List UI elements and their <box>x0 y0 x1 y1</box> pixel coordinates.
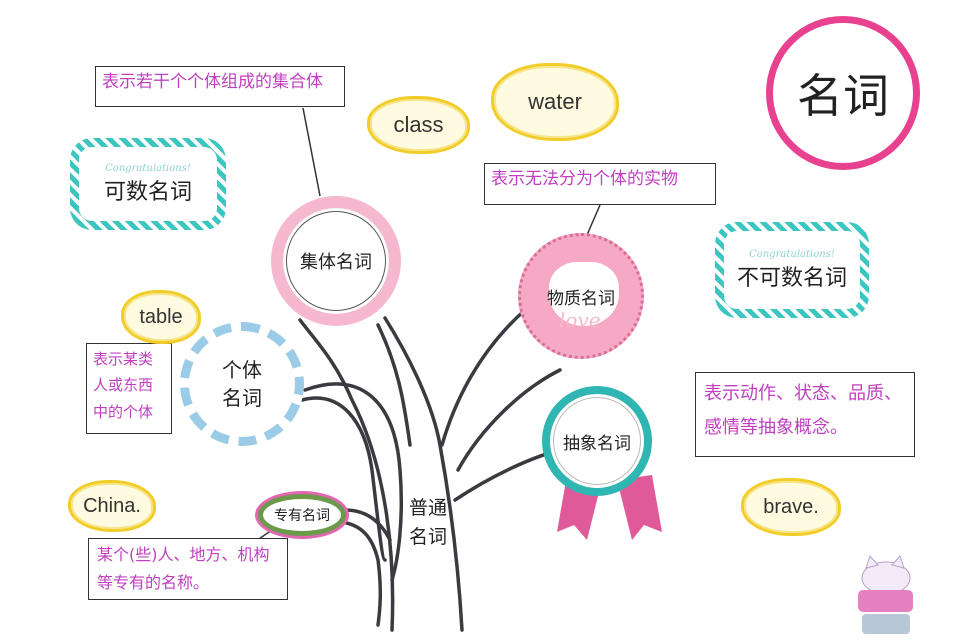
collective-noun-node: 集体名词 <box>271 196 401 326</box>
example-cloud-china: China. <box>68 480 156 532</box>
congratulations-decoration: Congratulations! <box>749 248 835 260</box>
individual-noun-node: 个体名词 <box>180 322 304 446</box>
example-cloud-brave: brave. <box>741 478 841 536</box>
abstract-definition-note: 表示动作、状态、品质、感情等抽象概念。 <box>695 372 915 457</box>
branch <box>300 396 387 562</box>
material-definition-note: 表示无法分为个体的实物 <box>484 163 716 205</box>
cat-ear <box>891 555 905 569</box>
branch <box>383 316 464 632</box>
cat-icon <box>858 555 913 634</box>
cat-box-top <box>858 590 913 612</box>
example-text: water <box>528 89 582 114</box>
individual-noun-label: 个体名词 <box>222 358 262 410</box>
collective-definition-note: 表示若干个个体组成的集合体 <box>95 66 345 107</box>
cat-ear <box>865 555 879 569</box>
connector-line <box>586 204 601 236</box>
material-noun-node: love 物质名词 <box>518 233 644 359</box>
congratulations-decoration: Congratulations! <box>105 162 191 174</box>
collective-noun-label: 集体名词 <box>300 252 372 273</box>
material-noun-label: 物质名词 <box>547 288 615 309</box>
example-text: table <box>139 305 183 328</box>
proper-noun-node: 专有名词 <box>258 494 346 536</box>
connector-line <box>302 107 321 197</box>
example-cloud-water: water <box>491 63 619 141</box>
proper-noun-label: 专有名词 <box>274 508 330 524</box>
love-decoration: love <box>559 308 601 332</box>
countable-noun-label: 可数名词 <box>103 179 192 205</box>
individual-definition-note: 表示某类人或东西中的个体 <box>86 343 172 434</box>
page-title: 名词 <box>797 69 889 123</box>
branch <box>376 323 412 447</box>
example-cloud-class: class <box>367 96 470 154</box>
example-text: brave. <box>763 495 819 518</box>
example-cloud-table: table <box>121 290 201 344</box>
branch <box>340 520 383 627</box>
uncountable-noun-label: 不可数名词 <box>736 265 847 291</box>
uncountable-noun-frame: Congratulations! 不可数名词 <box>715 222 869 318</box>
title-circle: 名词 <box>766 16 920 170</box>
ribbon-tail-right <box>617 475 662 540</box>
branch <box>456 368 562 472</box>
cat-box-bottom <box>862 614 910 634</box>
abstract-noun-label: 抽象名词 <box>563 433 631 454</box>
branch <box>440 308 527 447</box>
countable-noun-frame: Congratulations! 可数名词 <box>70 138 226 230</box>
common-noun-label: 普通名词 <box>408 497 447 548</box>
heart-icon <box>549 262 619 326</box>
example-text: China. <box>83 494 141 517</box>
proper-definition-note: 某个(些)人、地方、机构等专有的名称。 <box>88 538 288 600</box>
branch <box>303 382 404 582</box>
abstract-noun-node: 抽象名词 <box>542 386 652 496</box>
branch <box>343 508 392 542</box>
example-text: class <box>393 112 444 137</box>
